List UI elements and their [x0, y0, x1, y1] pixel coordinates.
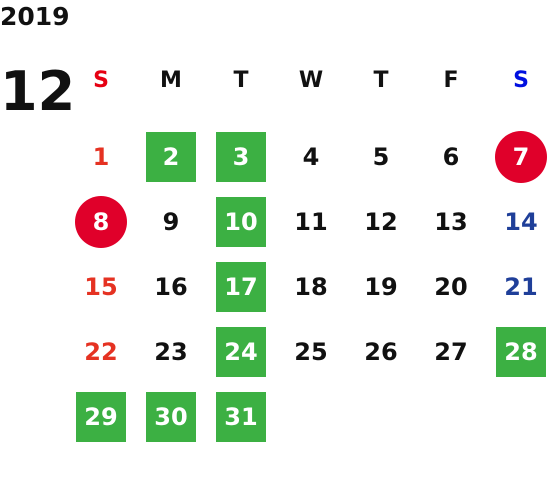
calendar-day[interactable]: 8 [66, 189, 136, 254]
calendar-day-number: 21 [504, 272, 538, 301]
weekday-thursday: T [373, 67, 389, 93]
calendar-day-number: 22 [84, 337, 118, 366]
calendar-week-row: 8 9 10 11 12 13 14 [66, 189, 548, 254]
calendar-day-number: 15 [84, 272, 118, 301]
calendar-month: 12 [0, 60, 76, 123]
calendar-week-row: 29 30 31 [66, 384, 548, 449]
calendar-day-number: 23 [154, 337, 188, 366]
calendar-day[interactable]: 22 [66, 319, 136, 384]
calendar-year: 2019 [0, 2, 70, 31]
calendar-day-number: 27 [434, 337, 468, 366]
calendar-day-number: 11 [294, 207, 328, 236]
calendar-day[interactable]: 1 [66, 124, 136, 189]
calendar-day[interactable]: 19 [346, 254, 416, 319]
calendar-day-number: 18 [294, 272, 328, 301]
calendar-day[interactable]: 15 [66, 254, 136, 319]
calendar-day[interactable]: 6 [416, 124, 486, 189]
calendar-day-number: 12 [364, 207, 398, 236]
calendar-day-number: 7 [495, 130, 547, 183]
calendar-day[interactable]: 2 [136, 124, 206, 189]
calendar-day[interactable]: 25 [276, 319, 346, 384]
weekday-monday: M [160, 67, 182, 93]
calendar-day-number: 14 [504, 207, 538, 236]
calendar-day-number: 31 [216, 391, 266, 442]
calendar-day-number: 13 [434, 207, 468, 236]
calendar-day-number: 3 [216, 131, 266, 182]
calendar-day-number: 30 [146, 391, 196, 442]
calendar-day[interactable]: 4 [276, 124, 346, 189]
calendar-day[interactable]: 27 [416, 319, 486, 384]
calendar-day-number: 8 [75, 195, 127, 248]
calendar-day[interactable]: 28 [486, 319, 548, 384]
calendar-day-number: 17 [216, 261, 266, 312]
calendar-day[interactable]: 14 [486, 189, 548, 254]
calendar-day[interactable]: 11 [276, 189, 346, 254]
calendar-day-number: 24 [216, 326, 266, 377]
calendar-day[interactable]: 21 [486, 254, 548, 319]
calendar-day-number: 26 [364, 337, 398, 366]
calendar-day-number: 4 [302, 142, 320, 171]
weekday-saturday: S [513, 67, 529, 93]
calendar-day-number: 19 [364, 272, 398, 301]
calendar-day[interactable]: 20 [416, 254, 486, 319]
calendar-day[interactable]: 3 [206, 124, 276, 189]
calendar-day[interactable]: 5 [346, 124, 416, 189]
calendar-day-number: 9 [162, 207, 180, 236]
calendar-day[interactable]: 24 [206, 319, 276, 384]
weekday-friday: F [443, 67, 459, 93]
calendar-day-number: 10 [216, 196, 266, 247]
calendar-week-row: 15 16 17 18 19 20 21 [66, 254, 548, 319]
calendar-day-number: 6 [442, 142, 460, 171]
calendar-day[interactable]: 12 [346, 189, 416, 254]
calendar-day[interactable]: 30 [136, 384, 206, 449]
calendar-day[interactable]: 13 [416, 189, 486, 254]
calendar-day-number: 25 [294, 337, 328, 366]
calendar-day[interactable]: 7 [486, 124, 548, 189]
calendar-week-row: 22 23 24 25 26 27 28 [66, 319, 548, 384]
weekday-sunday: S [93, 67, 109, 93]
calendar-day[interactable]: 17 [206, 254, 276, 319]
calendar-day-number: 20 [434, 272, 468, 301]
calendar-day[interactable]: 18 [276, 254, 346, 319]
calendar-day[interactable]: 10 [206, 189, 276, 254]
calendar-day-number: 1 [92, 142, 110, 171]
weekday-tuesday: T [233, 67, 249, 93]
calendar-day-number: 28 [496, 326, 546, 377]
calendar-day-number: 16 [154, 272, 188, 301]
calendar-day[interactable]: 29 [66, 384, 136, 449]
calendar-day[interactable]: 31 [206, 384, 276, 449]
calendar-day-number: 29 [76, 391, 126, 442]
calendar-day-number: 2 [146, 131, 196, 182]
weekday-wednesday: W [298, 67, 324, 93]
weekday-header-row: S M T W T F S [66, 62, 548, 98]
calendar-day[interactable]: 26 [346, 319, 416, 384]
calendar-day[interactable]: 23 [136, 319, 206, 384]
calendar-day-number: 5 [372, 142, 390, 171]
calendar-day[interactable]: 16 [136, 254, 206, 319]
calendar-day[interactable]: 9 [136, 189, 206, 254]
